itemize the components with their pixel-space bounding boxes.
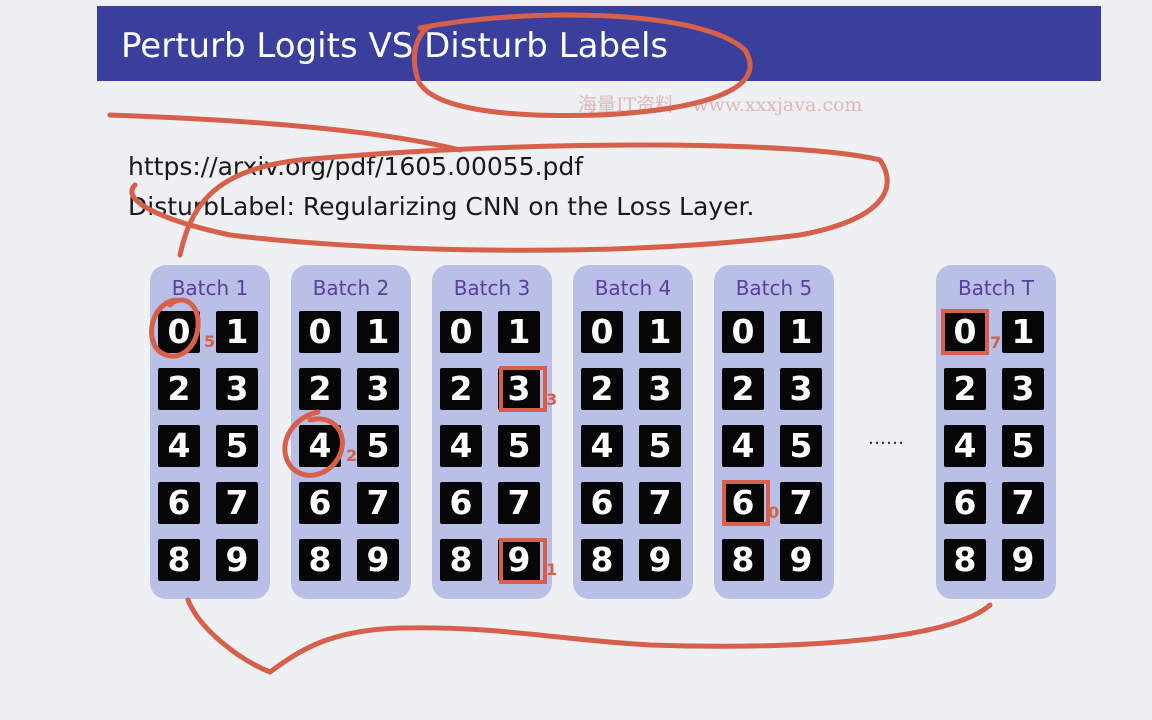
batch-label: Batch 2 (312, 276, 390, 300)
digit-sample: 8 (299, 539, 341, 581)
digit-sample: 8 (158, 539, 200, 581)
digit-sample: 7 (357, 482, 399, 524)
highlight-box-batch3-9 (499, 538, 547, 584)
digit-sample: 1 (1002, 311, 1044, 353)
digit-sample: 1 (639, 311, 681, 353)
digit-sample: 1 (216, 311, 258, 353)
reference-paper-title: DisturbLabel: Regularizing CNN on the Lo… (128, 192, 755, 221)
digit-sample: 2 (440, 368, 482, 410)
digit-sample: 0 (299, 311, 341, 353)
digit-sample: 2 (944, 368, 986, 410)
digit-sample: 5 (216, 425, 258, 467)
digit-sample: 6 (944, 482, 986, 524)
new-label-note: 3 (546, 390, 558, 409)
batch-label: Batch 3 (453, 276, 531, 300)
digit-sample: 9 (639, 539, 681, 581)
digit-sample: 9 (498, 539, 540, 581)
digit-sample: 0 (158, 311, 200, 353)
digit-sample: 8 (581, 539, 623, 581)
digit-sample: 8 (722, 539, 764, 581)
highlight-box-batchT-0 (941, 309, 989, 355)
digit-sample: 4 (440, 425, 482, 467)
batch-label: Batch 1 (171, 276, 249, 300)
digit-sample: 3 (357, 368, 399, 410)
digit-sample: 3 (216, 368, 258, 410)
new-label-note: 7 (990, 333, 1002, 352)
digit-sample: 0 (440, 311, 482, 353)
highlight-box-batch5-6 (722, 480, 770, 526)
digit-sample: 7 (216, 482, 258, 524)
bracket-stroke-bottom (185, 597, 993, 675)
digit-sample: 0 (722, 311, 764, 353)
digit-sample: 0 (944, 311, 986, 353)
digit-sample: 7 (498, 482, 540, 524)
digit-sample: 6 (299, 482, 341, 524)
digit-sample: 2 (581, 368, 623, 410)
digit-sample: 2 (722, 368, 764, 410)
digit-sample: 9 (357, 539, 399, 581)
digit-sample: 7 (1002, 482, 1044, 524)
batch-label: Batch 4 (594, 276, 672, 300)
digit-sample: 4 (722, 425, 764, 467)
reference-url[interactable]: https://arxiv.org/pdf/1605.00055.pdf (128, 152, 584, 181)
digit-sample: 3 (498, 368, 540, 410)
digit-sample: 5 (357, 425, 399, 467)
digit-sample: 5 (780, 425, 822, 467)
new-label-note: 1 (546, 560, 558, 579)
ellipsis: …… (868, 428, 904, 449)
batch-label: Batch 5 (735, 276, 813, 300)
digit-sample: 7 (639, 482, 681, 524)
digit-sample: 4 (299, 425, 341, 467)
digit-sample: 3 (1002, 368, 1044, 410)
slide-title: Perturb Logits VS Disturb Labels (121, 26, 669, 66)
new-label-note: 5 (204, 332, 216, 351)
digit-sample: 2 (299, 368, 341, 410)
digit-sample: 1 (357, 311, 399, 353)
digit-sample: 3 (780, 368, 822, 410)
digit-sample: 3 (639, 368, 681, 410)
digit-sample: 5 (1002, 425, 1044, 467)
digit-sample: 4 (581, 425, 623, 467)
digit-sample: 8 (944, 539, 986, 581)
watermark: 海量IT资料 · www.xxxjava.com (578, 94, 863, 116)
title-bar: Perturb Logits VS Disturb Labels (97, 6, 1101, 81)
digit-sample: 6 (158, 482, 200, 524)
digit-sample: 5 (639, 425, 681, 467)
batch-label: Batch T (957, 276, 1035, 300)
digit-sample: 4 (158, 425, 200, 467)
digit-sample: 9 (780, 539, 822, 581)
highlight-box-batch3-3 (499, 366, 547, 412)
digit-sample: 6 (440, 482, 482, 524)
digit-sample: 2 (158, 368, 200, 410)
digit-sample: 9 (216, 539, 258, 581)
digit-sample: 8 (440, 539, 482, 581)
new-label-note: 2 (346, 446, 358, 465)
new-label-note: 0 (768, 503, 780, 522)
digit-sample: 0 (581, 311, 623, 353)
digit-sample: 9 (1002, 539, 1044, 581)
digit-sample: 1 (498, 311, 540, 353)
digit-sample: 4 (944, 425, 986, 467)
underline-stroke (107, 112, 463, 153)
digit-sample: 1 (780, 311, 822, 353)
digit-sample: 7 (780, 482, 822, 524)
digit-sample: 6 (581, 482, 623, 524)
digit-sample: 6 (722, 482, 764, 524)
digit-sample: 5 (498, 425, 540, 467)
